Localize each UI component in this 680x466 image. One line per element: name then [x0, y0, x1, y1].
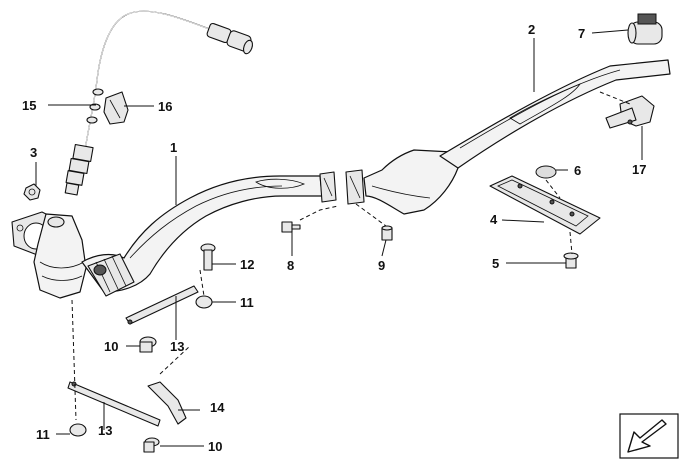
label-part-11-lower: 11 [36, 427, 50, 442]
front-catalytic-converter [11, 211, 87, 299]
label-part-3: 3 [30, 145, 37, 160]
front-pipe-part-1 [81, 175, 323, 297]
pipe-clamp-right [345, 169, 365, 205]
label-part-2: 2 [528, 22, 535, 37]
rubber-cap-part-6 [535, 165, 557, 179]
label-part-16: 16 [158, 99, 172, 114]
leader-lines [35, 29, 643, 447]
label-part-8: 8 [287, 258, 294, 273]
assembly-dash-lines [71, 91, 631, 421]
part-labels: 1 2 3 4 5 6 7 8 9 10 10 11 11 12 13 13 1… [22, 22, 646, 454]
grommet-part-11-upper [195, 295, 213, 309]
bolt-part-10-lower [143, 437, 160, 453]
label-part-9: 9 [378, 258, 385, 273]
nut-part-9 [381, 225, 393, 241]
rear-pipe-part-2 [363, 59, 671, 215]
nut-part-3 [23, 183, 41, 201]
strap-part-13-lower [67, 381, 161, 427]
bolt-part-8 [281, 221, 301, 233]
sensor-connector [206, 22, 254, 55]
label-part-10-lower: 10 [208, 439, 222, 454]
pipe-clamp-left [319, 171, 337, 203]
label-part-13-upper: 13 [170, 339, 184, 354]
label-part-15: 15 [22, 98, 36, 113]
grommet-part-11-lower [69, 423, 87, 437]
label-part-5: 5 [492, 256, 499, 271]
label-part-12: 12 [240, 257, 254, 272]
hanger-part-17 [605, 95, 655, 129]
oxygen-sensor-body [64, 143, 94, 196]
clamp-part-7 [627, 13, 663, 45]
strap-part-13-upper [125, 285, 199, 325]
label-part-10-upper: 10 [104, 339, 118, 354]
label-part-1: 1 [170, 140, 177, 155]
heat-shield-part-4 [489, 175, 601, 235]
bolt-part-12 [200, 243, 216, 271]
label-part-13-lower: 13 [98, 423, 112, 438]
bracket-part-14 [147, 381, 187, 425]
bolt-part-5 [563, 252, 579, 269]
label-part-4: 4 [490, 212, 498, 227]
label-part-6: 6 [574, 163, 581, 178]
label-part-7: 7 [578, 26, 585, 41]
label-part-14: 14 [210, 400, 225, 415]
arrow-down-left-icon [619, 413, 679, 459]
bolt-part-10-upper [139, 336, 157, 353]
bracket-part-16 [103, 91, 129, 125]
oxygen-sensor-assembly [64, 10, 254, 196]
label-part-11-upper: 11 [240, 295, 254, 310]
label-part-17: 17 [632, 162, 646, 177]
